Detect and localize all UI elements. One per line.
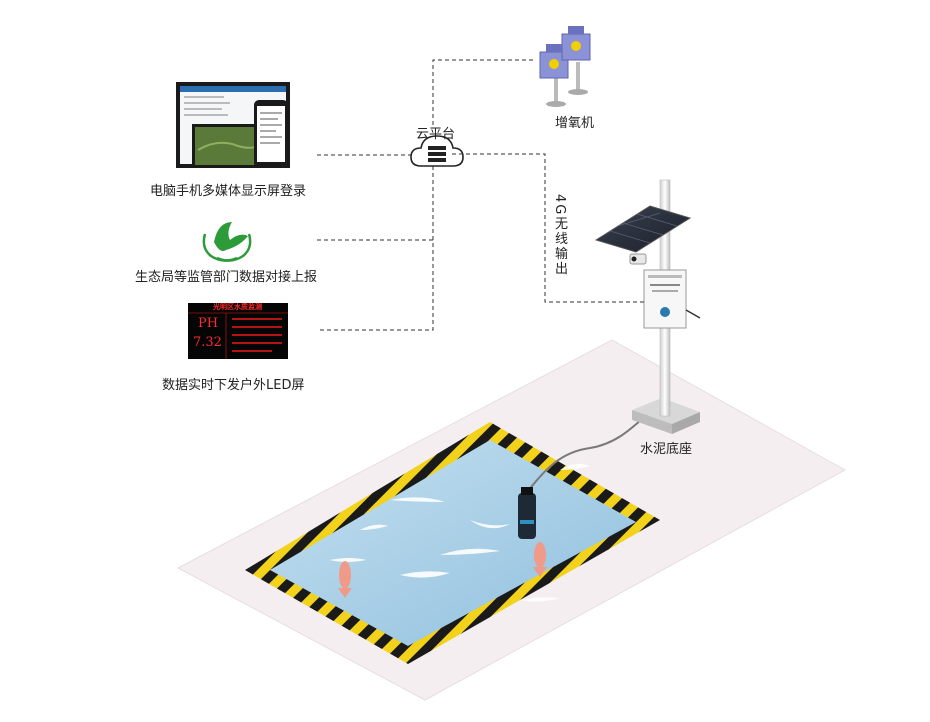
cement-base-label: 水泥底座 <box>640 442 693 457</box>
outdoor-led-screen <box>188 303 288 359</box>
cloud-platform-icon <box>410 135 464 167</box>
mobile-phone <box>254 100 288 168</box>
led-screen-param: PH <box>198 316 219 331</box>
cloud-platform-label: 云平台 <box>416 127 456 142</box>
ecology-bureau-logo <box>202 222 252 262</box>
pool-water <box>270 440 636 646</box>
led-screen-title: 光明区水质监测 <box>213 302 262 311</box>
water-sensor <box>518 487 536 539</box>
connector-lines <box>317 59 645 331</box>
wireless-output-label: 4G无线输出 <box>552 194 567 277</box>
camera <box>629 253 647 265</box>
bureau-report-label: 生态局等监管部门数据对接上报 <box>135 270 318 285</box>
led-display-label: 数据实时下发户外LED屏 <box>162 378 305 393</box>
control-box <box>643 269 701 329</box>
fish-right <box>533 542 547 577</box>
aerator-machine <box>539 26 591 107</box>
aerator-label: 增氧机 <box>555 116 595 131</box>
devices-login-label: 电脑手机多媒体显示屏登录 <box>150 184 307 199</box>
solar-panel <box>594 205 692 253</box>
fish-left <box>338 561 352 598</box>
water-ripples <box>330 463 590 602</box>
sensor-cable <box>526 411 651 493</box>
led-screen-value: 7.32 <box>193 335 222 350</box>
